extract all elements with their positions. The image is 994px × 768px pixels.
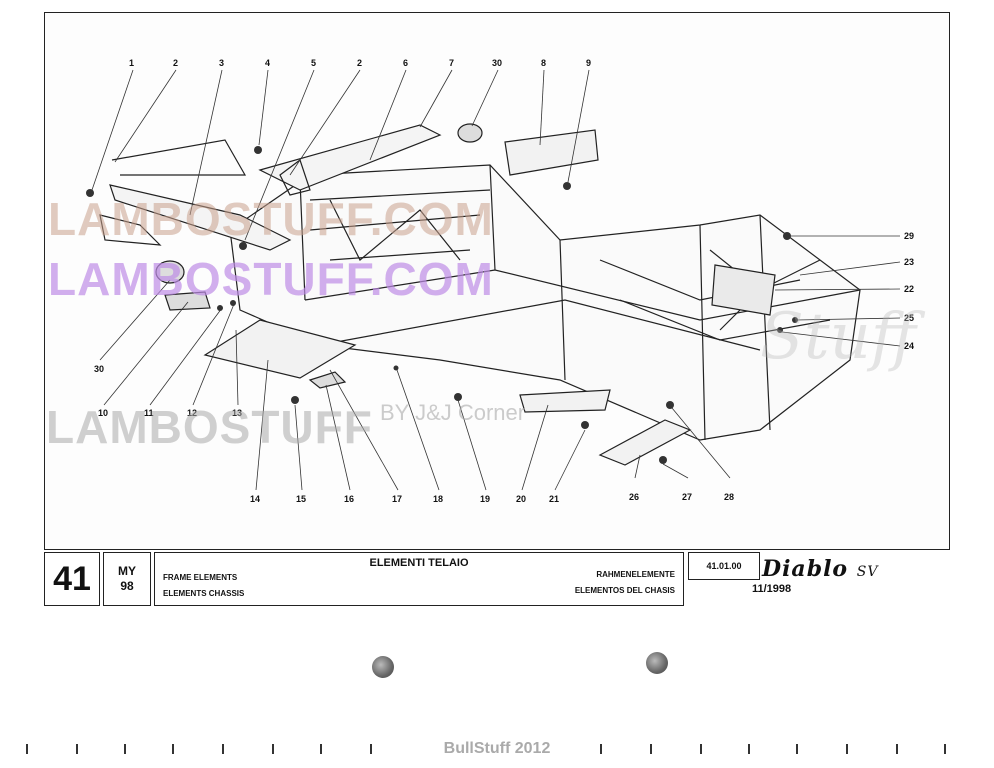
- callout-label: 12: [187, 408, 197, 418]
- callout-label: 2: [173, 58, 178, 68]
- binder-hole: [372, 656, 394, 678]
- callout-label: 13: [232, 408, 242, 418]
- callout-label: 26: [629, 492, 639, 502]
- section-code: 41.01.00: [688, 552, 760, 580]
- panel-8: [504, 129, 599, 176]
- callout-label: 28: [724, 492, 734, 502]
- callout-label: 16: [344, 494, 354, 504]
- callout-label: 30: [94, 364, 104, 374]
- callout-label: 8: [541, 58, 546, 68]
- callout-labels-top: 1 2 3 4 5 2 6 7 30 8 9: [129, 58, 591, 68]
- model-year-label: MY: [118, 564, 136, 578]
- callout-label: 6: [403, 58, 408, 68]
- callout-label: 7: [449, 58, 454, 68]
- callout-label: 27: [682, 492, 692, 502]
- diablo-logo: Diablo SV: [762, 556, 878, 582]
- callout-label: 25: [904, 313, 914, 323]
- footer-credit: BullStuff 2012: [443, 740, 551, 757]
- callout-label: 4: [265, 58, 270, 68]
- callout-label: 14: [250, 494, 260, 504]
- callout-label: 22: [904, 284, 914, 294]
- callout-labels-bottom: 14 15 16 17 18 19 20 21 26 27 28: [250, 492, 734, 504]
- callout-label: 5: [311, 58, 316, 68]
- panel-20: [519, 389, 611, 413]
- callout-label: 24: [904, 341, 914, 351]
- callout-labels-left: 30 10 11 12 13: [94, 364, 242, 418]
- callout-label: 15: [296, 494, 306, 504]
- watermark-text: LAMBOSTUFF.COM: [48, 253, 494, 305]
- title-box: ELEMENTI TELAIO FRAME ELEMENTS ELEMENTS …: [154, 552, 684, 606]
- callout-label: 17: [392, 494, 402, 504]
- logo-subtext: SV: [856, 564, 879, 580]
- panel-22: [711, 264, 776, 316]
- callout-label: 19: [480, 494, 490, 504]
- watermark-text: Stuff: [760, 300, 917, 374]
- title-french: ELEMENTS CHASSIS: [163, 589, 245, 598]
- callout-label: 20: [516, 494, 526, 504]
- panel-13: [203, 319, 357, 379]
- section-title: ELEMENTI TELAIO: [369, 557, 469, 569]
- front-subframe: [109, 184, 292, 251]
- callout-label: 1: [129, 58, 134, 68]
- revision-date: 11/1998: [752, 583, 792, 595]
- callout-label: 21: [549, 494, 559, 504]
- callout-label: 3: [219, 58, 224, 68]
- title-german: RAHMENELEMENTE: [596, 570, 675, 579]
- chassis-main-tub: [229, 164, 861, 441]
- callout-label: 30: [492, 58, 502, 68]
- callout-label: 2: [357, 58, 362, 68]
- watermark-text: LAMBOSTUFF: [46, 401, 373, 453]
- binder-hole: [646, 652, 668, 674]
- callout-label: 11: [144, 408, 154, 418]
- watermark-text: BY J&J Corner: [380, 400, 526, 425]
- callout-labels-right: 29 23 22 25 24: [904, 231, 914, 351]
- panel-26: [598, 419, 692, 466]
- callout-label: 10: [98, 408, 108, 418]
- title-spanish: ELEMENTOS DEL CHASIS: [574, 586, 675, 595]
- page-number: 41: [44, 552, 100, 606]
- callout-label: 23: [904, 257, 914, 267]
- callout-label: 29: [904, 231, 914, 241]
- logo-text: Diablo: [762, 556, 849, 582]
- watermark-text: LAMBOSTUFF.COM: [48, 193, 494, 245]
- title-english: FRAME ELEMENTS: [163, 573, 238, 582]
- model-year-value: 98: [120, 579, 134, 593]
- callout-label: 9: [586, 58, 591, 68]
- callout-label: 18: [433, 494, 443, 504]
- model-year-box: MY 98: [103, 552, 151, 606]
